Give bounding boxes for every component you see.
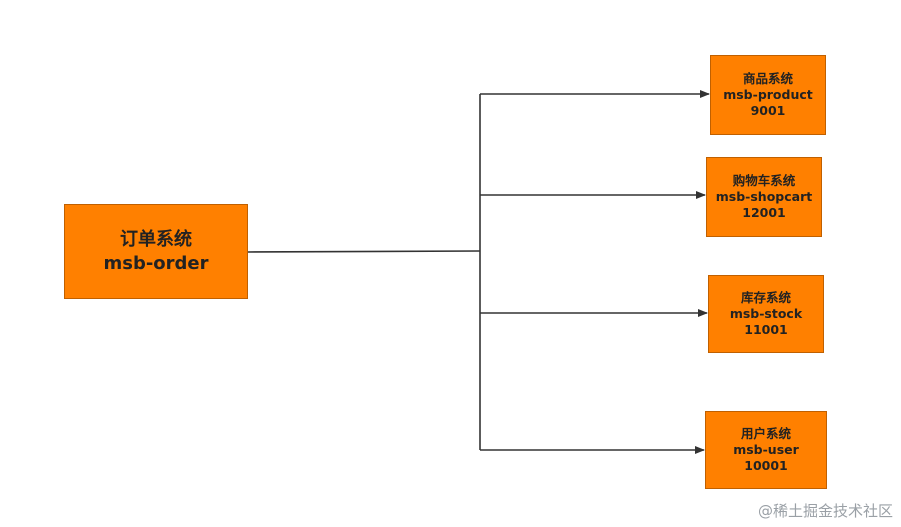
node-title: 用户系统 (740, 426, 791, 441)
node-user-system[interactable]: 用户系统 msb-user 10001 (705, 411, 827, 489)
node-stock-system[interactable]: 库存系统 msb-stock 11001 (708, 275, 824, 353)
node-service-name: msb-product (723, 87, 813, 102)
node-product-system[interactable]: 商品系统 msb-product 9001 (710, 55, 826, 135)
node-service-name: msb-user (733, 442, 799, 457)
node-service-name: msb-stock (729, 306, 803, 321)
node-service-name: msb-order (103, 252, 209, 274)
watermark-text: @稀土掘金技术社区 (757, 502, 893, 520)
edge-order-trunk (247, 250, 481, 253)
node-service-name: msb-shopcart (715, 189, 813, 204)
node-title: 商品系统 (742, 71, 793, 86)
node-order-system[interactable]: 订单系统 msb-order (64, 204, 248, 299)
node-port: 11001 (744, 322, 788, 337)
node-title: 库存系统 (740, 290, 791, 305)
node-port: 9001 (750, 103, 786, 118)
node-title: 购物车系统 (732, 173, 796, 188)
node-port: 12001 (742, 205, 786, 220)
node-port: 10001 (744, 458, 788, 473)
node-title: 订单系统 (120, 228, 192, 250)
node-shopcart-system[interactable]: 购物车系统 msb-shopcart 12001 (706, 157, 822, 237)
